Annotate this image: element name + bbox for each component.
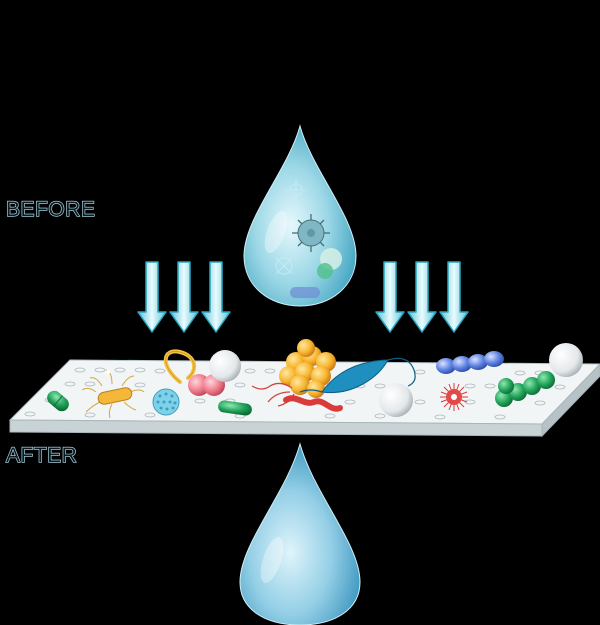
label-after: AFTER <box>5 443 78 467</box>
virus <box>440 383 468 411</box>
particle <box>549 343 583 377</box>
bacterium <box>47 390 69 412</box>
bacterium <box>283 395 343 412</box>
down-arrows-right <box>375 261 469 333</box>
down-arrow <box>375 261 405 333</box>
particle <box>379 383 413 417</box>
spore <box>152 388 180 416</box>
particle <box>209 350 241 382</box>
bacterium <box>81 369 145 419</box>
bacterium-cluster <box>279 339 336 398</box>
particle <box>317 263 333 279</box>
water-drop-contaminated <box>243 124 357 307</box>
down-arrow <box>439 261 469 333</box>
virus-in-drop <box>292 214 330 252</box>
bacterium <box>163 349 197 384</box>
down-arrow <box>137 261 167 333</box>
faint-organism <box>275 180 306 275</box>
trapped-contaminants <box>47 339 583 419</box>
water-drop-clean <box>239 442 361 625</box>
bacterium-chain <box>495 371 555 407</box>
bacterium <box>218 400 252 416</box>
protozoan <box>299 357 416 394</box>
down-arrows-left <box>137 261 231 333</box>
down-arrow <box>201 261 231 333</box>
down-arrow <box>407 261 437 333</box>
label-before: BEFORE <box>5 197 96 221</box>
down-arrow <box>169 261 199 333</box>
bacterium <box>290 287 320 298</box>
bacterium-chain <box>436 351 504 374</box>
